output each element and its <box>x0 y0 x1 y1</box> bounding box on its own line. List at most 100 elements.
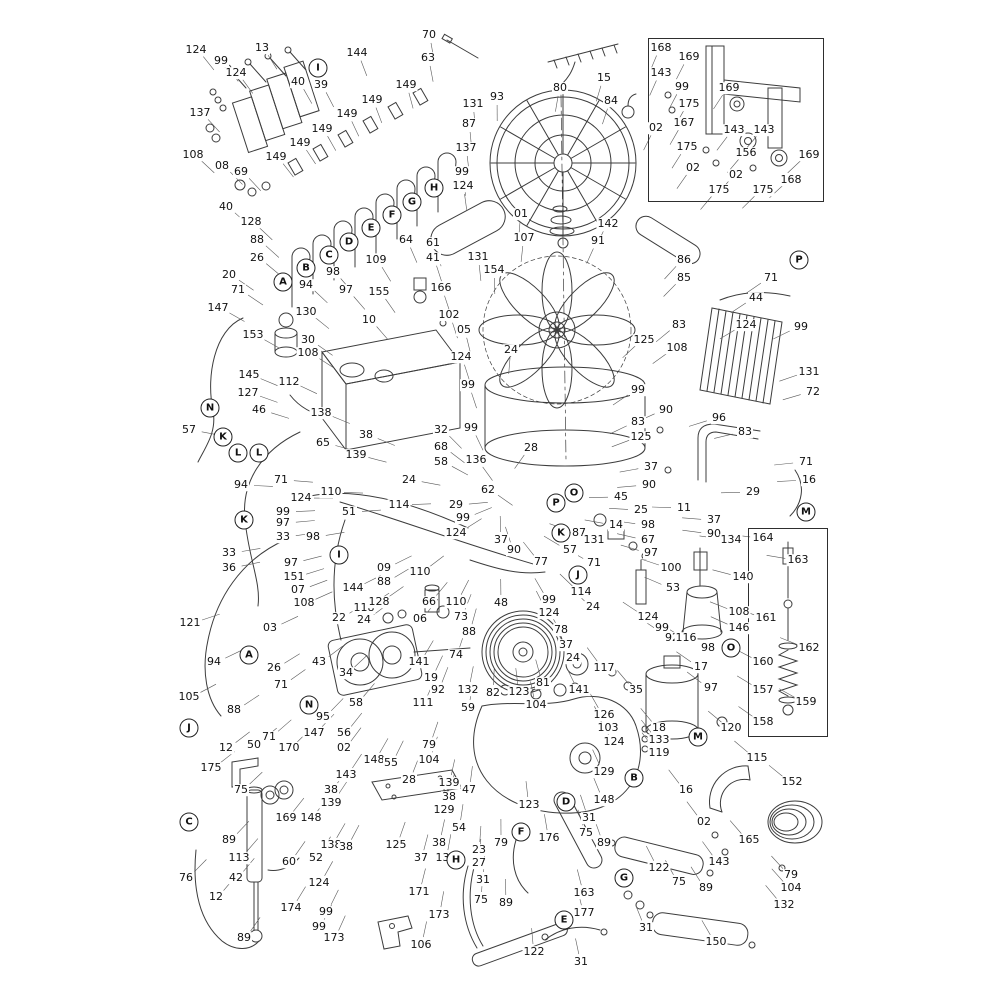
assembly-view-badge: N <box>299 695 319 715</box>
callout-leader-line <box>592 749 600 765</box>
callout-leader-line <box>774 462 794 466</box>
callout-leader-line <box>682 517 702 520</box>
part-callout: 108 <box>292 596 316 610</box>
part-callout: 158 <box>751 715 775 729</box>
part-callout: 143 <box>649 66 673 80</box>
callout-leader-line <box>317 344 333 356</box>
part-callout: 104 <box>417 753 441 767</box>
callout-leader-line <box>586 248 594 264</box>
callout-leader-line <box>641 719 653 734</box>
callout-leader-line <box>709 601 728 609</box>
part-callout: 67 <box>640 533 656 547</box>
part-callout: 83 <box>630 415 646 429</box>
callout-leader-line <box>281 616 299 625</box>
part-callout: 152 <box>780 775 804 789</box>
callout-leader-line <box>436 582 448 596</box>
callout-leader-line <box>368 457 387 463</box>
part-callout: 56 <box>336 726 352 740</box>
part-callout: 07 <box>290 583 306 597</box>
assembly-view-badge: I <box>308 58 328 78</box>
part-callout: 71 <box>230 283 246 297</box>
part-callout: 12 <box>208 890 224 904</box>
part-callout: 74 <box>448 648 464 662</box>
part-callout: 124 <box>451 179 475 193</box>
callout-leader-line <box>201 160 215 174</box>
part-callout: 162 <box>797 641 821 655</box>
callout-leader-line <box>469 666 474 683</box>
part-callout: 143 <box>722 123 746 137</box>
callout-leader-line <box>309 579 328 587</box>
callout-leader-line <box>330 698 344 712</box>
part-callout: 78 <box>553 623 569 637</box>
part-callout: 168 <box>649 41 673 55</box>
part-callout: 124 <box>307 876 331 890</box>
part-callout: 141 <box>567 683 591 697</box>
callout-leader-line <box>354 654 368 668</box>
part-callout: 31 <box>573 955 589 969</box>
part-callout: 59 <box>460 701 476 715</box>
part-callout: 124 <box>184 43 208 57</box>
part-callout: 99 <box>213 54 229 68</box>
assembly-view-badge: J <box>568 565 588 585</box>
part-callout: 129 <box>592 765 616 779</box>
part-callout: 32 <box>433 423 449 437</box>
part-callout: 124 <box>444 526 468 540</box>
callout-leader-line <box>242 79 254 94</box>
part-callout: 144 <box>345 46 369 60</box>
part-callout: 166 <box>429 281 453 295</box>
callout-leader-line <box>225 649 242 659</box>
part-callout: 89 <box>596 836 612 850</box>
part-callout: 38 <box>431 836 447 850</box>
part-callout: 33 <box>275 530 291 544</box>
part-callout: 138 <box>309 406 333 420</box>
part-callout: 176 <box>537 831 561 845</box>
part-callout: 174 <box>279 901 303 915</box>
part-callout: 64 <box>398 233 414 247</box>
callout-leader-line <box>655 330 670 343</box>
assembly-view-badge: M <box>796 502 816 522</box>
callout-leader-line <box>535 659 541 676</box>
part-callout: 39 <box>313 78 329 92</box>
callout-leader-line <box>736 675 753 686</box>
callout-leader-line <box>769 185 783 199</box>
oil-cooler-drawing <box>699 307 783 405</box>
part-callout: 24 <box>565 651 581 665</box>
part-callout: 108 <box>665 341 689 355</box>
part-callout: 40 <box>290 75 306 89</box>
part-callout: 88 <box>226 703 242 717</box>
callout-leader-line <box>408 92 414 109</box>
callout-leader-line <box>324 861 333 876</box>
part-callout: 37 <box>558 638 574 652</box>
callout-leader-line <box>248 178 262 192</box>
part-callout: 121 <box>178 616 202 630</box>
callout-leader-line <box>664 266 677 280</box>
part-callout: 111 <box>411 696 435 710</box>
callout-leader-line <box>669 130 679 145</box>
part-callout: 43 <box>311 655 327 669</box>
callout-leader-line <box>478 264 482 281</box>
callout-leader-line <box>766 555 786 559</box>
callout-leader-line <box>701 920 711 935</box>
callout-leader-line <box>423 834 429 851</box>
callout-leader-line <box>520 245 524 262</box>
callout-leader-line <box>787 160 801 174</box>
part-callout: 62 <box>480 483 496 497</box>
part-callout: 83 <box>671 318 687 332</box>
part-callout: 98 <box>640 518 656 532</box>
callout-leader-line <box>575 938 580 955</box>
part-callout: 38 <box>323 783 339 797</box>
callout-leader-line <box>611 440 630 448</box>
part-callout: 125 <box>629 430 653 444</box>
part-callout: 89 <box>221 833 237 847</box>
callout-leader-line <box>779 374 798 382</box>
callout-leader-line <box>652 352 668 364</box>
part-callout: 134 <box>719 533 743 547</box>
part-callout: 57 <box>181 423 197 437</box>
callout-leader-line <box>643 135 652 151</box>
part-callout: 124 <box>289 491 313 505</box>
callout-leader-line <box>244 694 260 706</box>
part-callout: 45 <box>613 490 629 504</box>
part-callout: 31 <box>475 873 491 887</box>
callout-leader-line <box>338 915 346 931</box>
callout-leader-line <box>284 653 300 664</box>
